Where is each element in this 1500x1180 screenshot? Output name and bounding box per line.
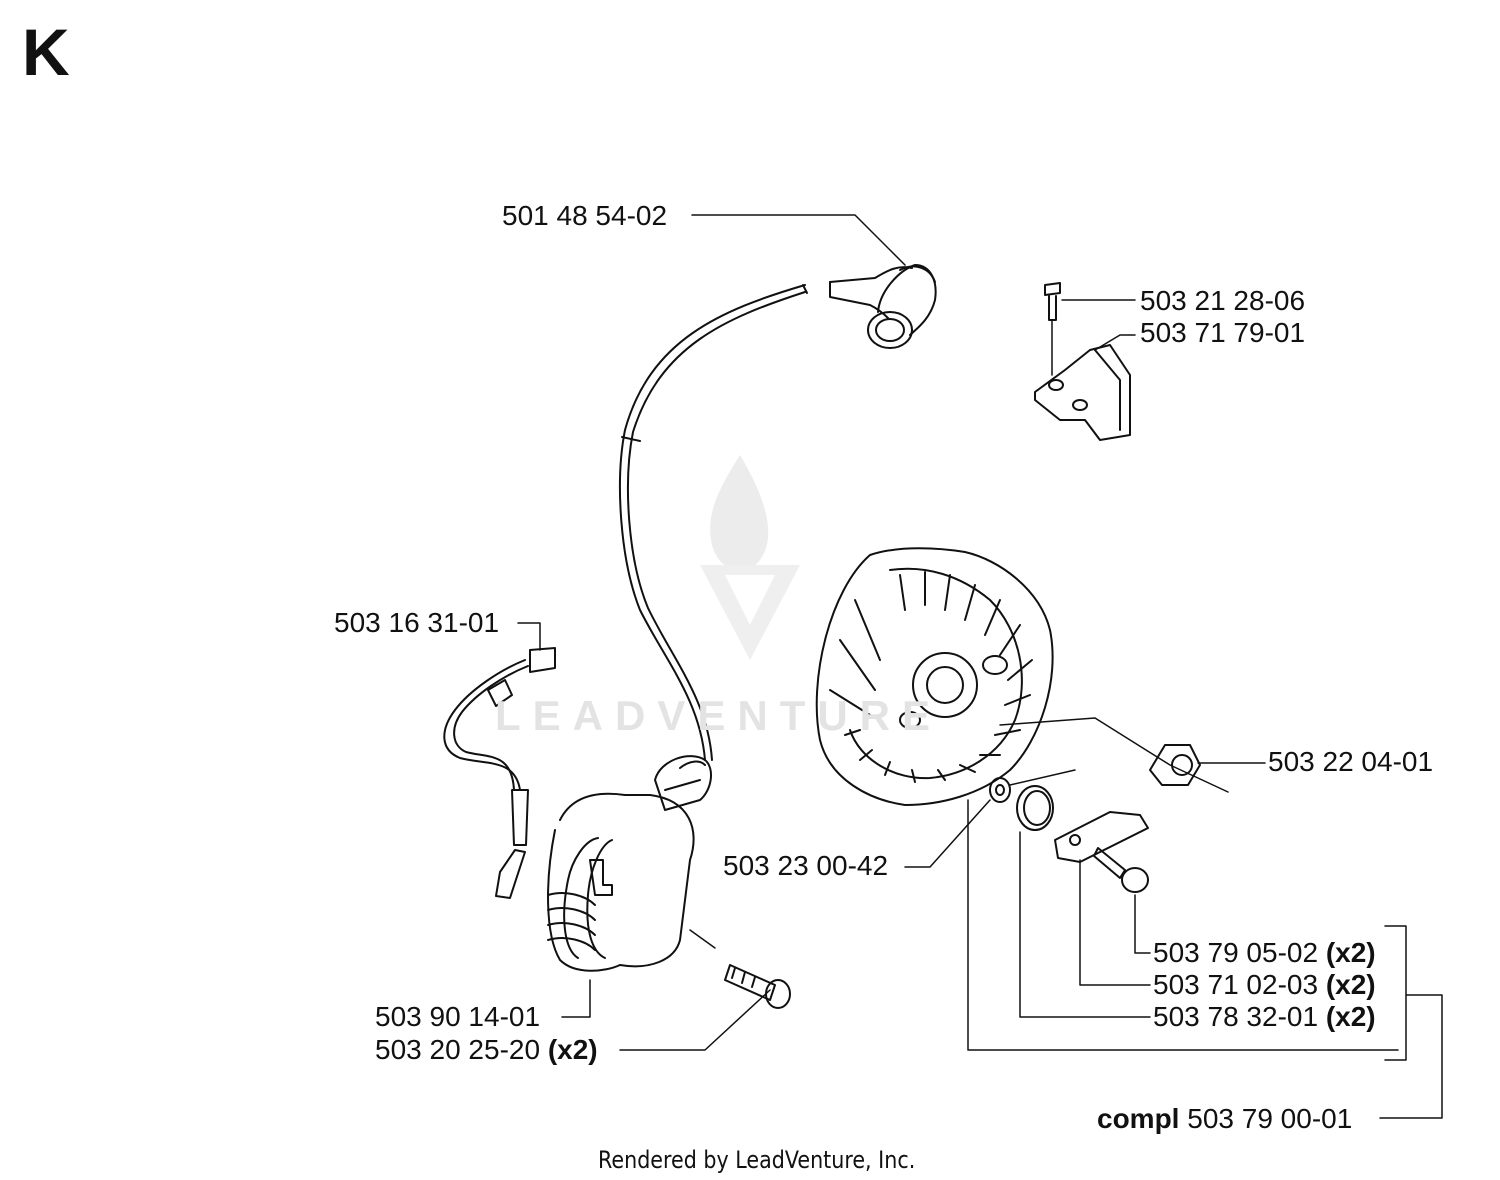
part-number: 503 21 28-06 [1140,285,1306,316]
watermark-text: LEADVENTURE [495,692,943,739]
section-letter: K [22,15,70,89]
part-number: 503 22 04-01 [1268,746,1434,777]
stop-switch-drawing [1034,282,1131,441]
part-number: 503 71 79-01 [1140,317,1306,348]
leader-lines [517,214,1443,1119]
part-label[interactable]: 503 21 28-06 [1140,285,1305,317]
flywheel-drawing [815,547,1229,806]
ignition-module-drawing [547,755,712,972]
part-label[interactable]: 503 22 04-01 [1268,746,1433,778]
part-label[interactable]: 503 23 00-42 [723,850,888,882]
part-number: 503 71 02-03 [1153,969,1319,1000]
part-number: 503 78 32-01 [1153,1001,1319,1032]
ignition-lead-drawing [619,284,808,761]
part-number: 501 48 54-02 [502,200,668,231]
part-label[interactable]: 503 16 31-01 [334,607,499,639]
part-label[interactable]: 501 48 54-02 [502,200,667,232]
flywheel-nut-drawing [1149,744,1201,786]
part-qty: (x2) [1325,969,1376,1000]
spring-drawing [1016,785,1054,831]
part-label[interactable]: 503 79 05-02 (x2) [1153,937,1376,969]
part-qty: (x2) [1325,937,1376,968]
part-number: 503 23 00-42 [723,850,889,881]
part-label[interactable]: 503 71 02-03 (x2) [1153,969,1376,1001]
kit-label[interactable]: compl 503 79 00-01 [1097,1103,1352,1135]
part-label[interactable]: 503 71 79-01 [1140,317,1305,349]
short-wire-drawing [443,647,556,899]
washer-drawing [989,769,1076,803]
spark-plug-cap-drawing [829,264,937,349]
part-label[interactable]: 503 90 14-01 [375,1001,540,1033]
footer-credit: Rendered by LeadVenture, Inc. [598,1146,916,1174]
part-number: 503 79 05-02 [1153,937,1319,968]
part-number: 503 90 14-01 [375,1001,541,1032]
part-number: 503 20 25-20 [375,1034,541,1065]
watermark-logo [700,455,800,660]
part-qty: (x2) [547,1034,598,1065]
kit-number: 503 79 00-01 [1187,1103,1353,1134]
part-number: 503 16 31-01 [334,607,500,638]
part-label[interactable]: 503 78 32-01 (x2) [1153,1001,1376,1033]
part-label[interactable]: 503 20 25-20 (x2) [375,1034,598,1066]
module-screw-drawing [689,929,791,1009]
kit-prefix: compl [1097,1103,1180,1134]
pawl-screw-drawing [1093,847,1149,893]
pawl-drawing [1054,811,1149,863]
part-qty: (x2) [1325,1001,1376,1032]
